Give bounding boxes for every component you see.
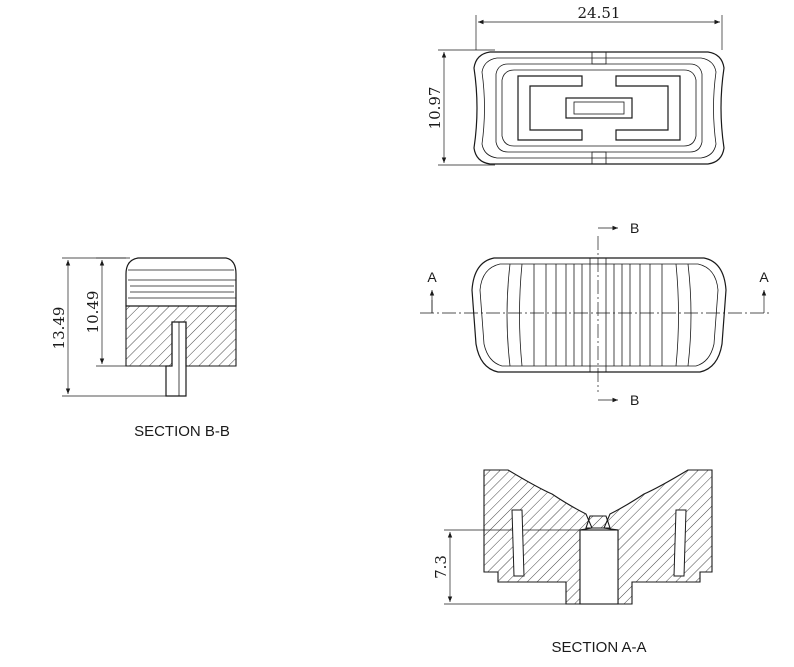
caption-section-b: SECTION B-B [134, 423, 230, 440]
section-a-label-right: A [759, 269, 769, 285]
top-view: 24.51 10.97 [426, 4, 725, 166]
dim-section-a-height-label: 7.3 [432, 555, 450, 579]
section-b-marker-bottom: B [598, 392, 639, 408]
section-a-view: 7.3 [432, 469, 713, 605]
section-b-view: 13.49 10.49 [50, 257, 237, 397]
section-a-marker-left: A [427, 269, 437, 313]
ribs-left [506, 258, 591, 372]
section-b-label-bottom: B [630, 392, 639, 408]
section-a-label-left: A [427, 269, 437, 285]
dim-section-b-total: 13.49 [50, 257, 168, 397]
section-b-label-top: B [630, 220, 639, 236]
front-view: A A B B [420, 220, 770, 408]
dim-top-width: 24.51 [475, 4, 723, 50]
dim-top-width-label: 24.51 [578, 4, 621, 22]
caption-section-a: SECTION A-A [551, 639, 646, 656]
dim-section-b-body-label: 10.49 [84, 291, 102, 334]
section-b-marker-top: B [598, 220, 639, 236]
ribs-right [605, 258, 692, 372]
dim-top-height: 10.97 [426, 49, 495, 166]
section-a-marker-right: A [759, 269, 769, 313]
dim-section-b-total-label: 13.49 [50, 307, 68, 350]
dim-section-b-body: 10.49 [84, 257, 126, 367]
dim-top-height-label: 10.97 [426, 87, 444, 130]
